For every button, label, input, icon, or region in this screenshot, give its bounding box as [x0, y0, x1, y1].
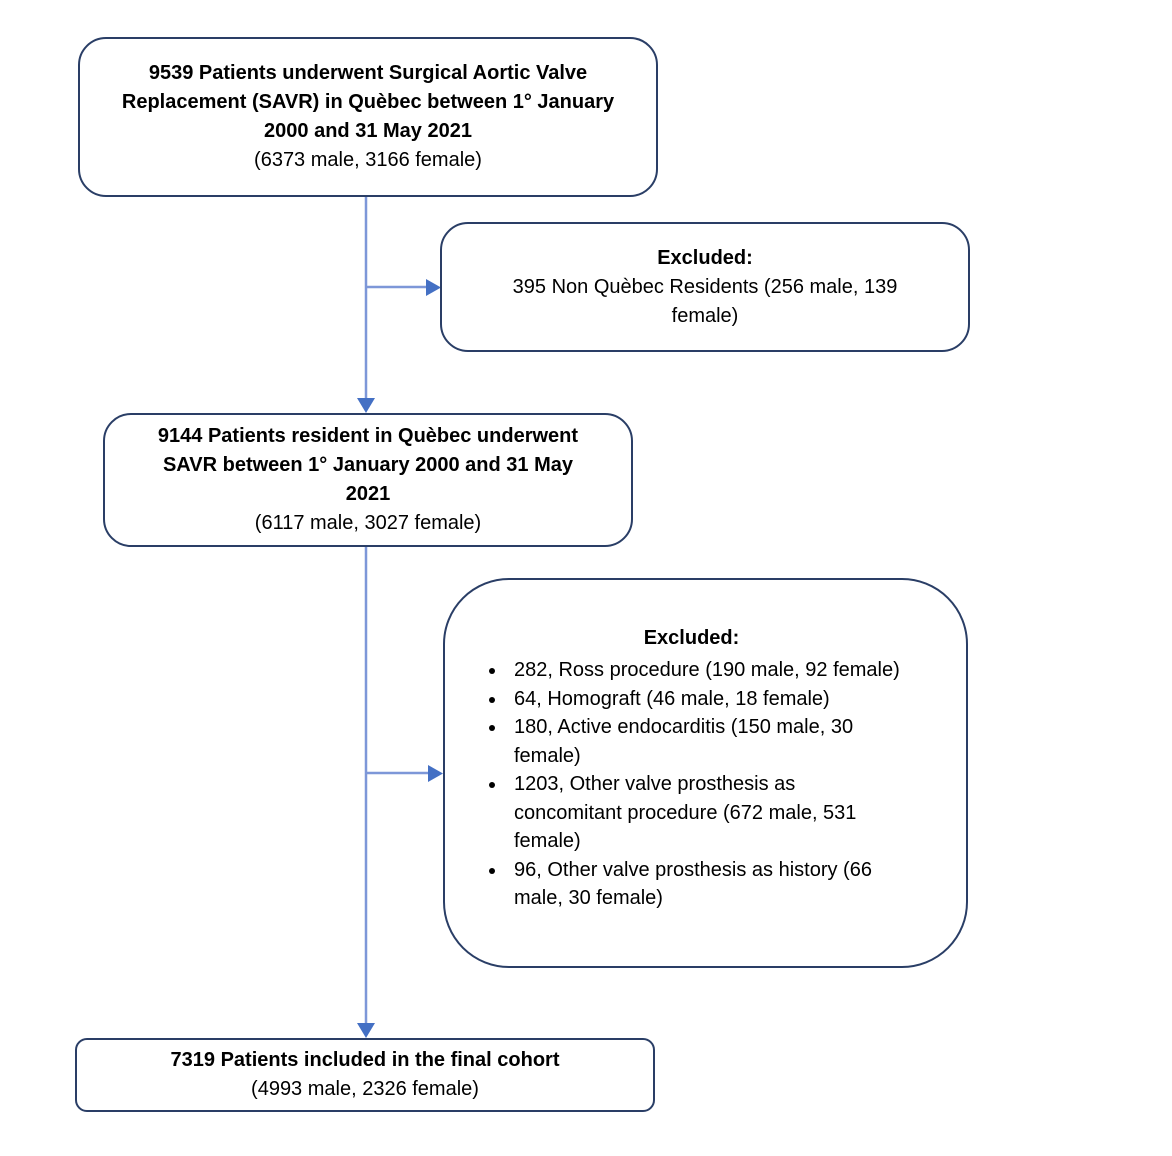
box-excluded-non-residents: Excluded: 395 Non Quèbec Residents (256 …	[440, 222, 970, 352]
excluded-residents-heading: Excluded:	[657, 246, 753, 269]
excluded-item-endocarditis: 180, Active endocarditis (150 male, 30 f…	[507, 713, 938, 770]
excluded-criteria-heading: Excluded:	[643, 627, 740, 649]
box-resident-cohort: 9144 Patients resident in Quèbec underwe…	[103, 413, 633, 547]
arrowhead-down-resident	[357, 398, 375, 413]
initial-cohort-title: 9539 Patients underwent Surgical Aortic …	[121, 62, 615, 142]
excluded-item-homograft: 64, Homograft (46 male, 18 female)	[507, 685, 938, 714]
final-cohort-title: 7319 Patients included in the final coho…	[170, 1049, 560, 1071]
resident-cohort-title: 9144 Patients resident in Quèbec underwe…	[157, 425, 579, 505]
excluded-item-history-prosthesis: 96, Other valve prosthesis as history (6…	[507, 856, 938, 913]
excluded-item-ross: 282, Ross procedure (190 male, 92 female…	[507, 656, 938, 685]
arrowhead-down-final	[357, 1023, 375, 1038]
final-cohort-sex-breakdown: (4993 male, 2326 female)	[251, 1078, 479, 1100]
box-final-cohort: 7319 Patients included in the final coho…	[75, 1038, 655, 1112]
resident-cohort-sex-breakdown: (6117 male, 3027 female)	[254, 512, 482, 534]
initial-cohort-sex-breakdown: (6373 male, 3166 female)	[254, 149, 482, 171]
arrowhead-right-excluded-residents	[426, 279, 441, 296]
box-excluded-criteria: Excluded: 282, Ross procedure (190 male,…	[443, 578, 968, 968]
box-initial-cohort: 9539 Patients underwent Surgical Aortic …	[78, 37, 658, 197]
excluded-item-concomitant-prosthesis: 1203, Other valve prosthesis as concomit…	[507, 770, 938, 856]
excluded-residents-body: 395 Non Quèbec Residents (256 male, 139 …	[512, 275, 898, 327]
arrowhead-right-excluded-criteria	[428, 765, 443, 782]
excluded-criteria-list: 282, Ross procedure (190 male, 92 female…	[445, 656, 938, 913]
